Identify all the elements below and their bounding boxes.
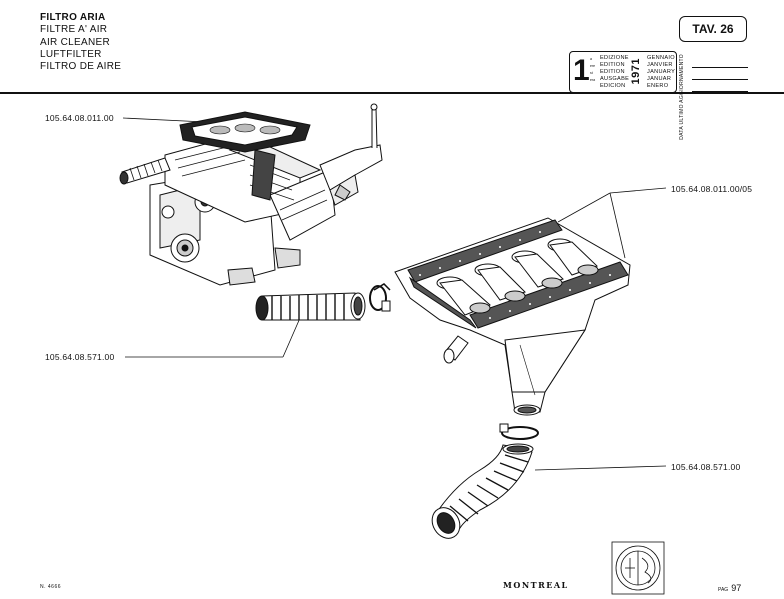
lower-hose-illustration bbox=[431, 423, 539, 539]
title-block: FILTRO ARIA FILTRE A' AIR AIR CLEANER LU… bbox=[40, 12, 121, 73]
engine-illustration bbox=[119, 103, 383, 286]
update-lines bbox=[692, 56, 748, 92]
part-label-engine-filter: 105.64.08.011.00 bbox=[45, 113, 114, 123]
edition-months: GENNAIO JANVIER JANUARY JANUAR ENERO bbox=[647, 55, 676, 89]
edition-words: EDIZIONE EDITION EDITION AUSGABE EDICION bbox=[600, 55, 630, 89]
title-line-es: FILTRO DE AIRE bbox=[40, 61, 122, 73]
table-number-badge: TAV. 26 bbox=[679, 16, 747, 42]
title-line-it: FILTRO ARIA bbox=[40, 12, 106, 23]
edition-number: 1 bbox=[573, 54, 590, 87]
document-number: N. 4666 bbox=[40, 584, 62, 590]
title-line-fr: FILTRE A' AIR bbox=[40, 24, 108, 36]
header-rule bbox=[0, 92, 784, 94]
part-label-filter-assembly: 105.64.08.011.00/05 bbox=[671, 184, 753, 194]
air-filter-housing-illustration bbox=[394, 217, 631, 416]
part-label-hose-lower: 105.64.08.571.00 bbox=[671, 462, 741, 472]
part-label-hose-upper: 105.64.08.571.00 bbox=[45, 352, 115, 362]
edition-ordinals: a ere st era bbox=[590, 57, 596, 82]
alfa-romeo-badge-icon bbox=[611, 541, 665, 595]
page-number-value: 97 bbox=[731, 583, 742, 593]
title-line-de: LUFTFILTER bbox=[40, 48, 102, 60]
title-line-en: AIR CLEANER bbox=[40, 36, 110, 48]
brand-logotype: MONTREAL bbox=[503, 580, 569, 590]
page-label: PAG bbox=[718, 587, 729, 593]
upper-hose-illustration bbox=[255, 283, 391, 321]
